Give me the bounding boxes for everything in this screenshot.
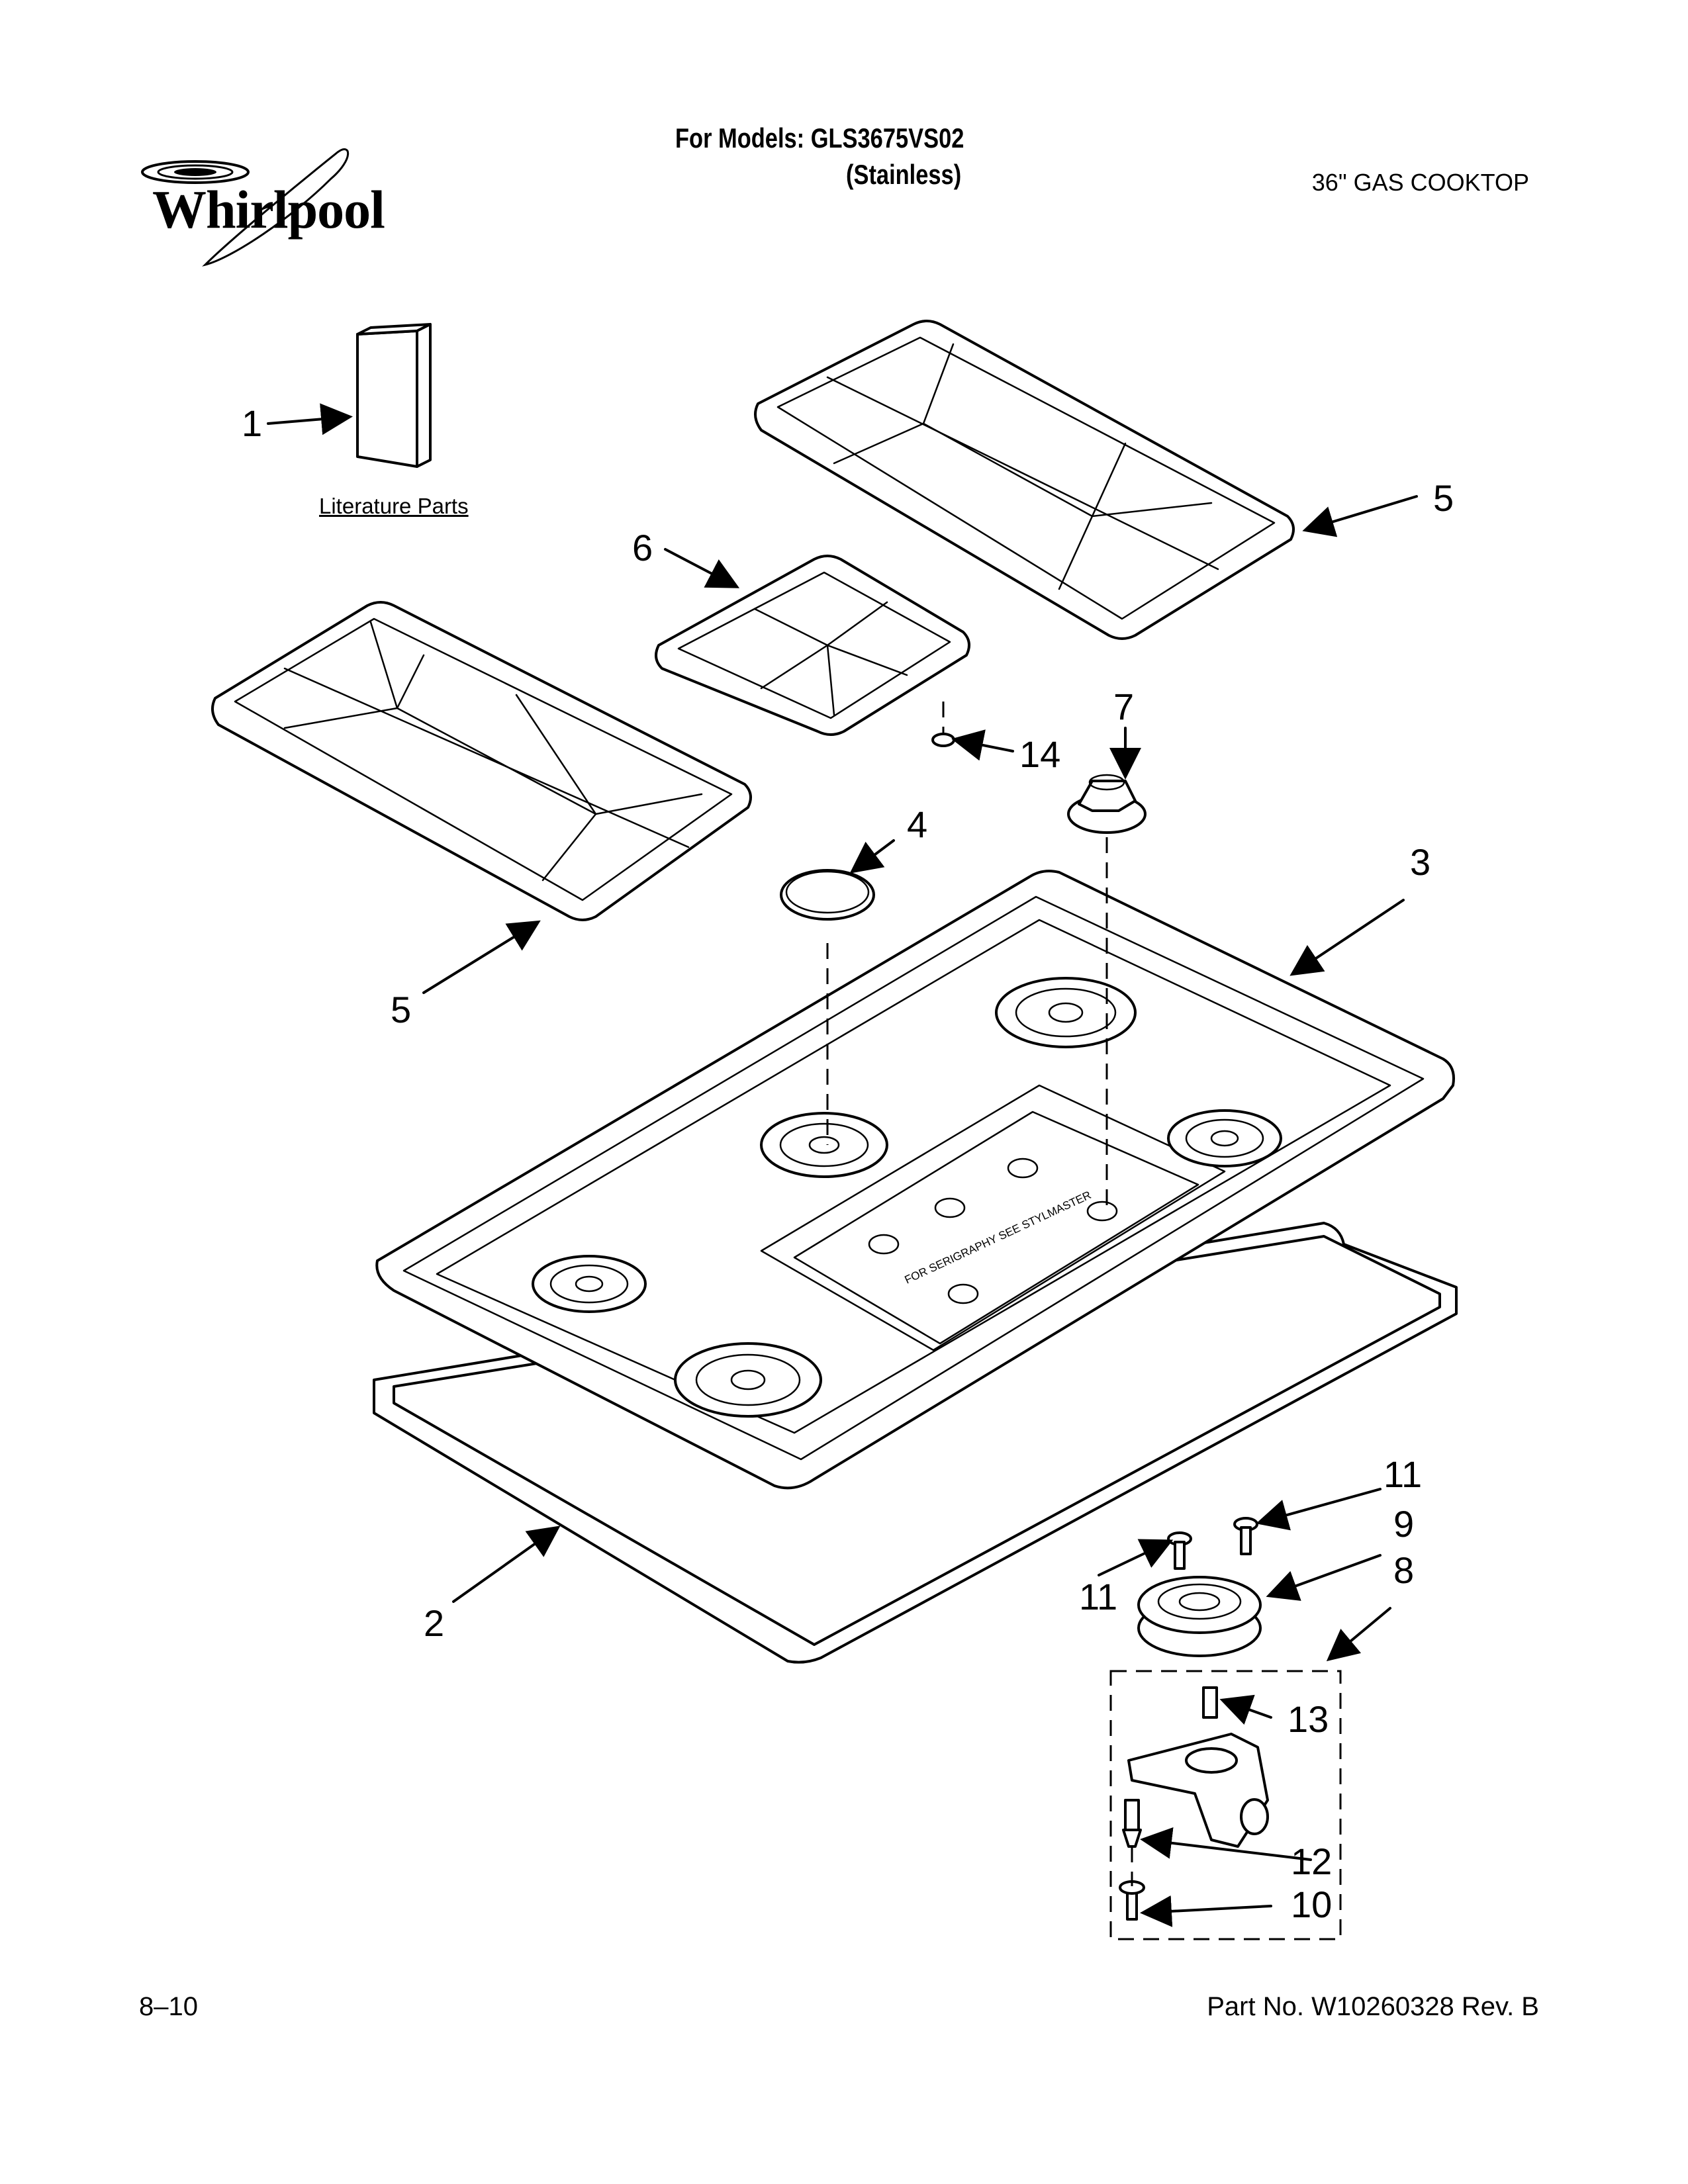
cooktop-gasket (373, 1222, 1458, 1664)
callout-2: 2 (424, 1602, 445, 1644)
callout-11-left: 11 (1079, 1576, 1118, 1617)
burner-front (674, 1342, 822, 1418)
callout-5-left: 5 (391, 989, 412, 1030)
literature-parts-label: Literature Parts (319, 494, 469, 518)
valve-assembly (1119, 1686, 1269, 1921)
burner-base (1137, 1576, 1262, 1657)
callout-9: 9 (1393, 1503, 1415, 1545)
callout-4: 4 (907, 803, 928, 845)
grate-foot-bumper (931, 702, 955, 747)
models-line: For Models: GLS3675VS02 (675, 122, 964, 154)
callout-5-right: 5 (1433, 477, 1454, 519)
callout-13: 13 (1288, 1698, 1329, 1740)
callout-14: 14 (1019, 733, 1061, 775)
product-title: 36" GAS COOKTOP (1311, 169, 1529, 196)
control-knob (1067, 774, 1147, 834)
cooktop-main-top: FOR SERIGRAPHY SEE STYLMASTER (375, 870, 1455, 1490)
callout-1: 1 (242, 402, 263, 444)
callout-6: 6 (632, 527, 653, 569)
logo-swirl-icon (141, 148, 350, 267)
callout-7: 7 (1113, 686, 1135, 727)
knob-hole (934, 1197, 966, 1218)
burner-right (1167, 1109, 1282, 1167)
grate-center (655, 555, 970, 736)
burner-cap (780, 869, 875, 921)
whirlpool-logo: Whirlpool (132, 139, 410, 278)
finish-line: (Stainless) (846, 159, 962, 190)
screw-right (1233, 1517, 1258, 1555)
burner-center (760, 1112, 888, 1178)
brand-name: Whirlpool (152, 179, 385, 240)
knob-hole (1086, 1201, 1118, 1222)
callout-10: 10 (1291, 1884, 1333, 1925)
part-number: Part No. W10260328 Rev. B (1207, 1992, 1539, 2021)
callout-12: 12 (1291, 1841, 1333, 1882)
knob-hole (868, 1234, 900, 1255)
burner-top-right (995, 977, 1137, 1048)
leader-lines (267, 403, 1418, 1927)
knob-hole (1007, 1158, 1039, 1179)
grate-right (754, 320, 1295, 640)
burner-left (532, 1255, 647, 1313)
grate-left (211, 601, 752, 921)
screw-left (1167, 1531, 1192, 1570)
literature-booklet (356, 323, 432, 468)
valve-assembly-box (1109, 1670, 1342, 1940)
callout-3: 3 (1410, 841, 1431, 883)
callout-8: 8 (1393, 1549, 1415, 1591)
knob-hole (947, 1283, 979, 1304)
callout-11-right: 11 (1383, 1453, 1423, 1495)
date-code: 8–10 (139, 1992, 198, 2021)
